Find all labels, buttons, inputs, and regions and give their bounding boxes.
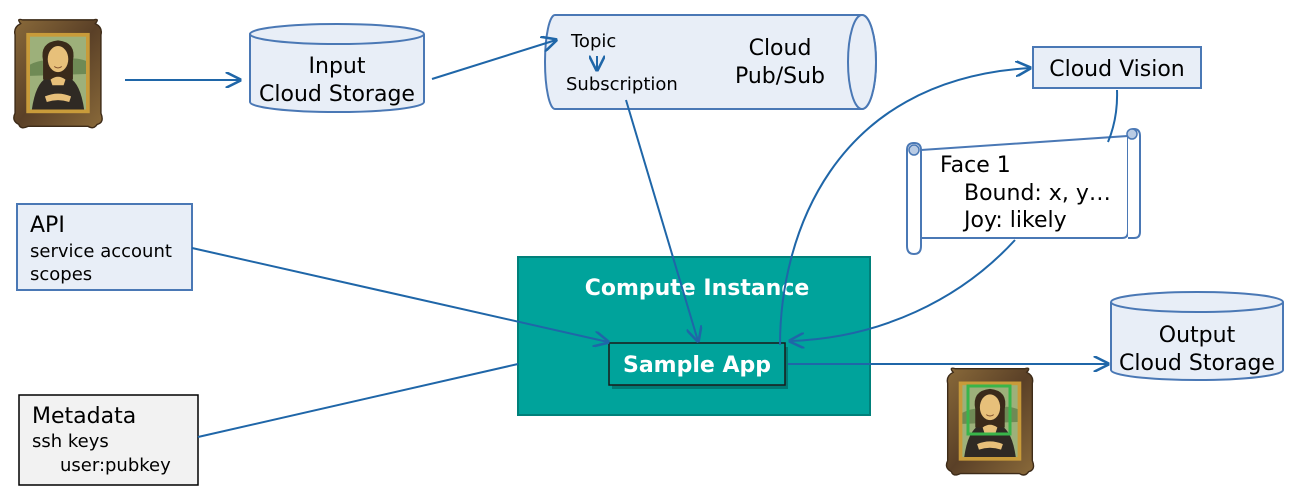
input-painting-image — [13, 18, 103, 129]
face-title: Face 1 — [940, 153, 1011, 178]
api-box: API service account scopes — [16, 203, 193, 291]
cloud-vision: Cloud Vision — [1032, 46, 1202, 89]
input-cloud-storage: Input Cloud Storage — [249, 23, 425, 113]
arrow-subscription-to-app — [625, 99, 698, 341]
sample-app-label: Sample App — [623, 353, 771, 378]
metadata-box: Metadata ssh keys user:pubkey — [18, 394, 199, 486]
pubsub-subscription: Subscription — [566, 74, 678, 95]
output-painting-image — [945, 367, 1035, 476]
output-storage-line2: Cloud Storage — [1119, 351, 1275, 376]
cloud-pubsub: Topic Subscription Cloud Pub/Sub — [544, 14, 877, 110]
arrow-storage-to-topic — [431, 40, 556, 80]
face-joy: Joy: likely — [962, 208, 1067, 233]
line-vision-to-result — [1107, 89, 1119, 143]
output-cloud-storage: Output Cloud Storage — [1110, 291, 1284, 381]
input-storage-line1: Input — [309, 54, 366, 79]
api-service-account: service account — [30, 241, 172, 262]
arrow-app-to-vision — [779, 68, 1030, 346]
sample-app: Sample App — [608, 342, 788, 389]
output-storage-line1: Output — [1159, 323, 1236, 348]
arrow-api-to-app — [191, 247, 608, 342]
pubsub-line2: Pub/Sub — [735, 64, 825, 89]
line-metadata-to-compute — [197, 363, 519, 438]
metadata-user-pubkey: user:pubkey — [60, 455, 171, 476]
cloud-vision-label: Cloud Vision — [1049, 57, 1185, 82]
compute-instance: Compute Instance — [517, 256, 871, 416]
face-detection-box — [966, 384, 1012, 436]
metadata-title: Metadata — [32, 404, 136, 429]
arrow-result-to-app — [790, 239, 1016, 341]
pubsub-topic: Topic — [570, 31, 616, 52]
compute-title: Compute Instance — [585, 276, 810, 301]
api-scopes: scopes — [30, 264, 92, 285]
face-bound: Bound: x, y… — [964, 181, 1111, 206]
input-storage-line2: Cloud Storage — [259, 82, 415, 107]
metadata-ssh-keys: ssh keys — [32, 431, 109, 452]
pubsub-line1: Cloud — [749, 36, 812, 61]
api-title: API — [30, 213, 65, 238]
face-result-scroll: Face 1 Bound: x, y… Joy: likely — [906, 127, 1141, 256]
